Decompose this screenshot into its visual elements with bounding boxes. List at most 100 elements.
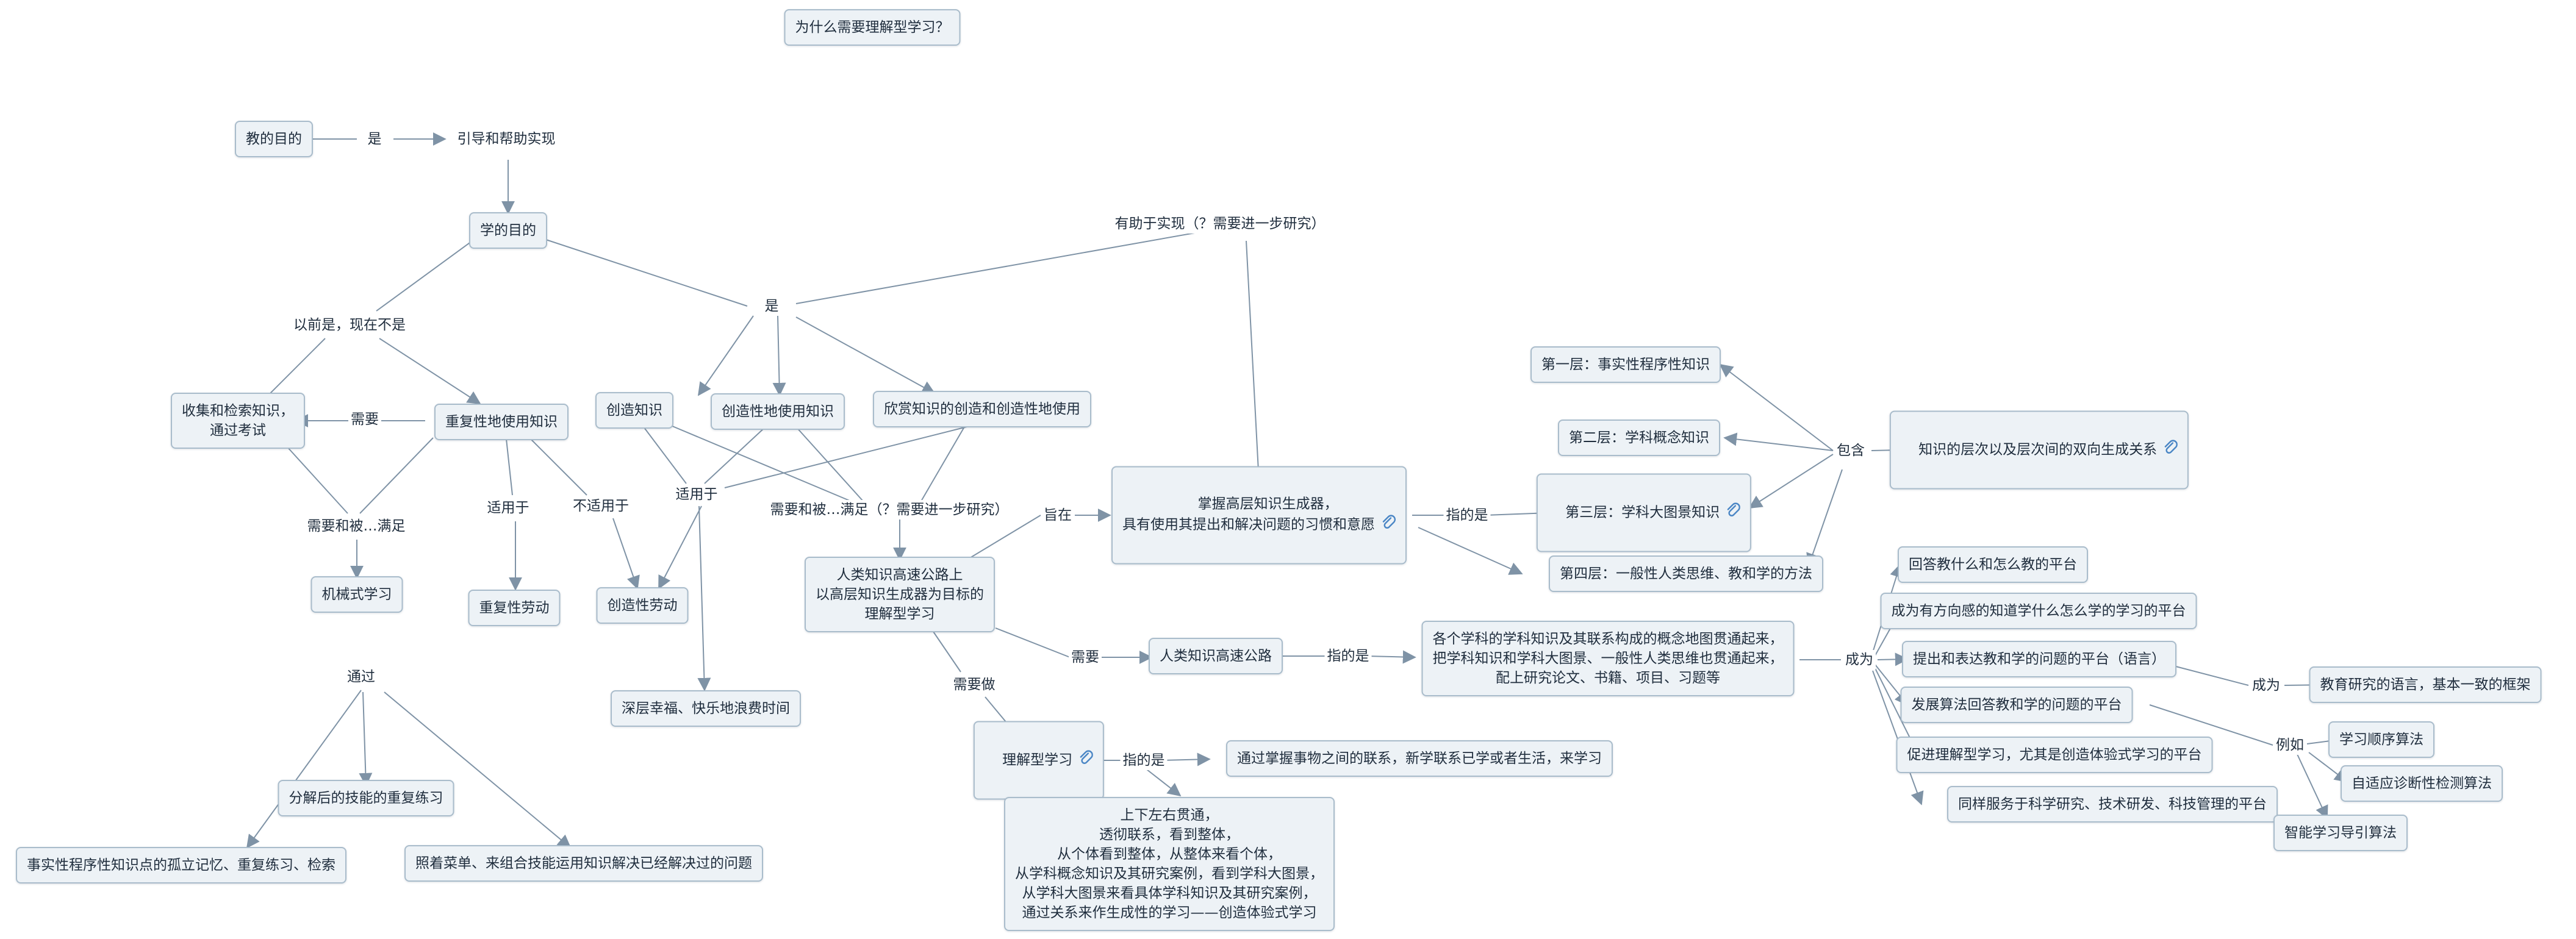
node-cengci-text: 知识的层次以及层次间的双向生成关系 — [1918, 441, 2158, 458]
connector-line — [268, 338, 326, 396]
node-pt2[interactable]: 成为有方向感的知道学什么怎么学的学习的平台 — [1880, 593, 2197, 629]
node-xinshang[interactable]: 欣赏知识的创造和创造性地使用 — [873, 391, 1091, 427]
label-xuyao-2: 需要 — [1069, 648, 1102, 667]
connector-line — [643, 426, 687, 484]
node-pt3[interactable]: 提出和表达教和学的问题的平台（语言） — [1902, 641, 2176, 677]
node-pt6[interactable]: 同样服务于科学研究、技术研发、科技管理的平台 — [1947, 786, 2278, 823]
node-ceng3-text: 第三层：学科大图景知识 — [1565, 504, 1720, 521]
node-pt5[interactable]: 促进理解型学习，尤其是创造体验式学习的平台 — [1896, 737, 2213, 773]
connector-line — [376, 239, 475, 312]
connector-line — [530, 438, 587, 496]
node-ceng3[interactable]: 第三层：学科大图景知识 — [1536, 473, 1752, 552]
node-lijie[interactable]: 理解型学习 — [973, 721, 1105, 800]
connector-line — [2175, 666, 2249, 686]
connector-line — [544, 238, 748, 307]
node-fenjie[interactable]: 分解后的技能的重复练习 — [278, 780, 454, 816]
connector-line — [795, 426, 864, 502]
label-zhide-2: 指的是 — [1324, 646, 1372, 666]
label-zhide-3: 指的是 — [1120, 751, 1168, 770]
connector-line — [379, 338, 481, 404]
connector-line — [612, 518, 640, 590]
label-shiyong-1: 适用于 — [484, 498, 532, 518]
connector-line — [2149, 704, 2273, 746]
node-chongfu[interactable]: 重复性地使用知识 — [434, 404, 569, 440]
connector-line — [670, 425, 852, 502]
node-lijie-text: 理解型学习 — [1002, 752, 1073, 768]
connector-line — [246, 690, 362, 849]
node-suanfa3[interactable]: 智能学习导引算法 — [2273, 815, 2408, 851]
node-zhangwo[interactable]: 掌握高层知识生成器， 具有使用其提出和解决问题的习惯和意愿 — [1111, 466, 1407, 565]
node-jiao-mudi[interactable]: 教的目的 — [235, 121, 313, 157]
node-chuangzao-shiyong[interactable]: 创造性地使用知识 — [711, 393, 845, 430]
node-xue-mudi[interactable]: 学的目的 — [469, 212, 547, 249]
node-caidan[interactable]: 照着菜单、来组合技能运用知识解决已经解决过的问题 — [404, 845, 763, 882]
node-cengci[interactable]: 知识的层次以及层次间的双向生成关系 — [1889, 410, 2189, 490]
node-pt4[interactable]: 发展算法回答教和学的问题的平台 — [1900, 687, 2133, 723]
connector-line — [359, 691, 373, 787]
node-ceng1[interactable]: 第一层：事实性程序性知识 — [1530, 346, 1721, 383]
connector-line — [1146, 769, 1182, 797]
node-pt1[interactable]: 回答教什么和怎么教的平台 — [1898, 546, 2088, 583]
node-ceng2[interactable]: 第二层：学科概念知识 — [1558, 420, 1720, 456]
label-xuyaozuo: 需要做 — [950, 675, 998, 694]
label-youzhu: 有助于实现（？需要进一步研究） — [1112, 214, 1328, 234]
paperclip-icon[interactable] — [1726, 502, 1741, 524]
label-zhizai: 旨在 — [1041, 505, 1074, 525]
node-chuangzao-zhishi[interactable]: 创造知识 — [595, 392, 673, 429]
connector-line — [966, 515, 1041, 560]
connector-line — [1748, 454, 1834, 509]
connector-line — [658, 505, 702, 590]
label-chengwei-1: 成为 — [1843, 650, 1876, 669]
node-yindao[interactable]: 引导和帮助实现 — [454, 129, 558, 149]
connector-line — [1246, 240, 1260, 494]
paperclip-icon[interactable] — [2163, 439, 2178, 462]
connector-line — [2297, 754, 2328, 819]
connector-line — [995, 627, 1071, 658]
connector-line — [795, 316, 936, 394]
label-shi-1: 是 — [365, 129, 384, 149]
node-chongfu-laodong[interactable]: 重复性劳动 — [468, 590, 561, 626]
node-yuyan[interactable]: 教育研究的语言，基本一致的框架 — [2309, 666, 2542, 703]
node-chuangzao-laodong[interactable]: 创造性劳动 — [596, 587, 689, 624]
node-tongguo-lianxi[interactable]: 通过掌握事物之间的联系，新学联系已学或者生活，来学习 — [1226, 740, 1613, 777]
connector-line — [286, 446, 348, 514]
connector-line — [506, 438, 513, 496]
node-suanfa1[interactable]: 学习顺序算法 — [2328, 721, 2434, 758]
connector-line — [920, 426, 965, 502]
label-baohan: 包含 — [1834, 441, 1867, 460]
node-shouji[interactable]: 收集和检索知识， 通过考试 — [171, 393, 305, 449]
node-renlei[interactable]: 人类知识高速公路上 以高层知识生成器为目标的 理解型学习 — [805, 557, 995, 632]
label-bushiyong: 不适用于 — [570, 496, 631, 516]
node-shangxia[interactable]: 上下左右贯通， 透彻联系，看到整体， 从个体看到整体，从整体来看个体， 从学科概… — [1004, 797, 1335, 931]
paperclip-icon[interactable] — [1381, 514, 1396, 537]
connector-line — [1366, 650, 1416, 664]
node-zhangwo-text: 掌握高层知识生成器， 具有使用其提出和解决问题的习惯和意愿 — [1122, 496, 1375, 533]
node-suanfa2[interactable]: 自适应诊断性检测算法 — [2341, 765, 2503, 802]
label-shi-2: 是 — [762, 296, 781, 316]
node-jixie[interactable]: 机械式学习 — [310, 576, 403, 613]
connector-line — [704, 426, 766, 484]
node-gaosu[interactable]: 人类知识高速公路 — [1149, 638, 1283, 674]
connector-line — [724, 426, 967, 488]
label-liru: 例如 — [2273, 735, 2306, 755]
node-gege[interactable]: 各个学科的学科知识及其联系构成的概念地图贯通起来， 把学科知识和学科大图景、一般… — [1421, 621, 1795, 696]
connector-line — [697, 505, 711, 691]
map-title[interactable]: 为什么需要理解型学习？ — [784, 9, 961, 46]
connector-line — [1418, 527, 1523, 575]
label-yiqian: 以前是，现在不是 — [291, 315, 408, 335]
label-chengwei-2: 成为 — [2250, 676, 2283, 695]
connector-line — [1161, 752, 1211, 766]
label-tongguo: 通过 — [345, 667, 378, 687]
connector-line — [931, 629, 961, 673]
node-xingfu[interactable]: 深层幸福、快乐地浪费时间 — [611, 690, 801, 727]
connector-line — [772, 315, 786, 396]
node-ceng4[interactable]: 第四层：一般性人类思维、教和学的方法 — [1549, 555, 1823, 592]
label-xuyao-bei-2: 需要和被…满足（？需要进一步研究） — [767, 500, 1011, 519]
connector-line — [1723, 432, 1834, 451]
node-shishi[interactable]: 事实性程序性知识点的孤立记忆、重复练习、检索 — [16, 847, 346, 884]
label-zhide-1: 指的是 — [1443, 505, 1491, 525]
label-xuyao-1: 需要 — [348, 410, 381, 429]
paperclip-icon[interactable] — [1078, 749, 1094, 772]
